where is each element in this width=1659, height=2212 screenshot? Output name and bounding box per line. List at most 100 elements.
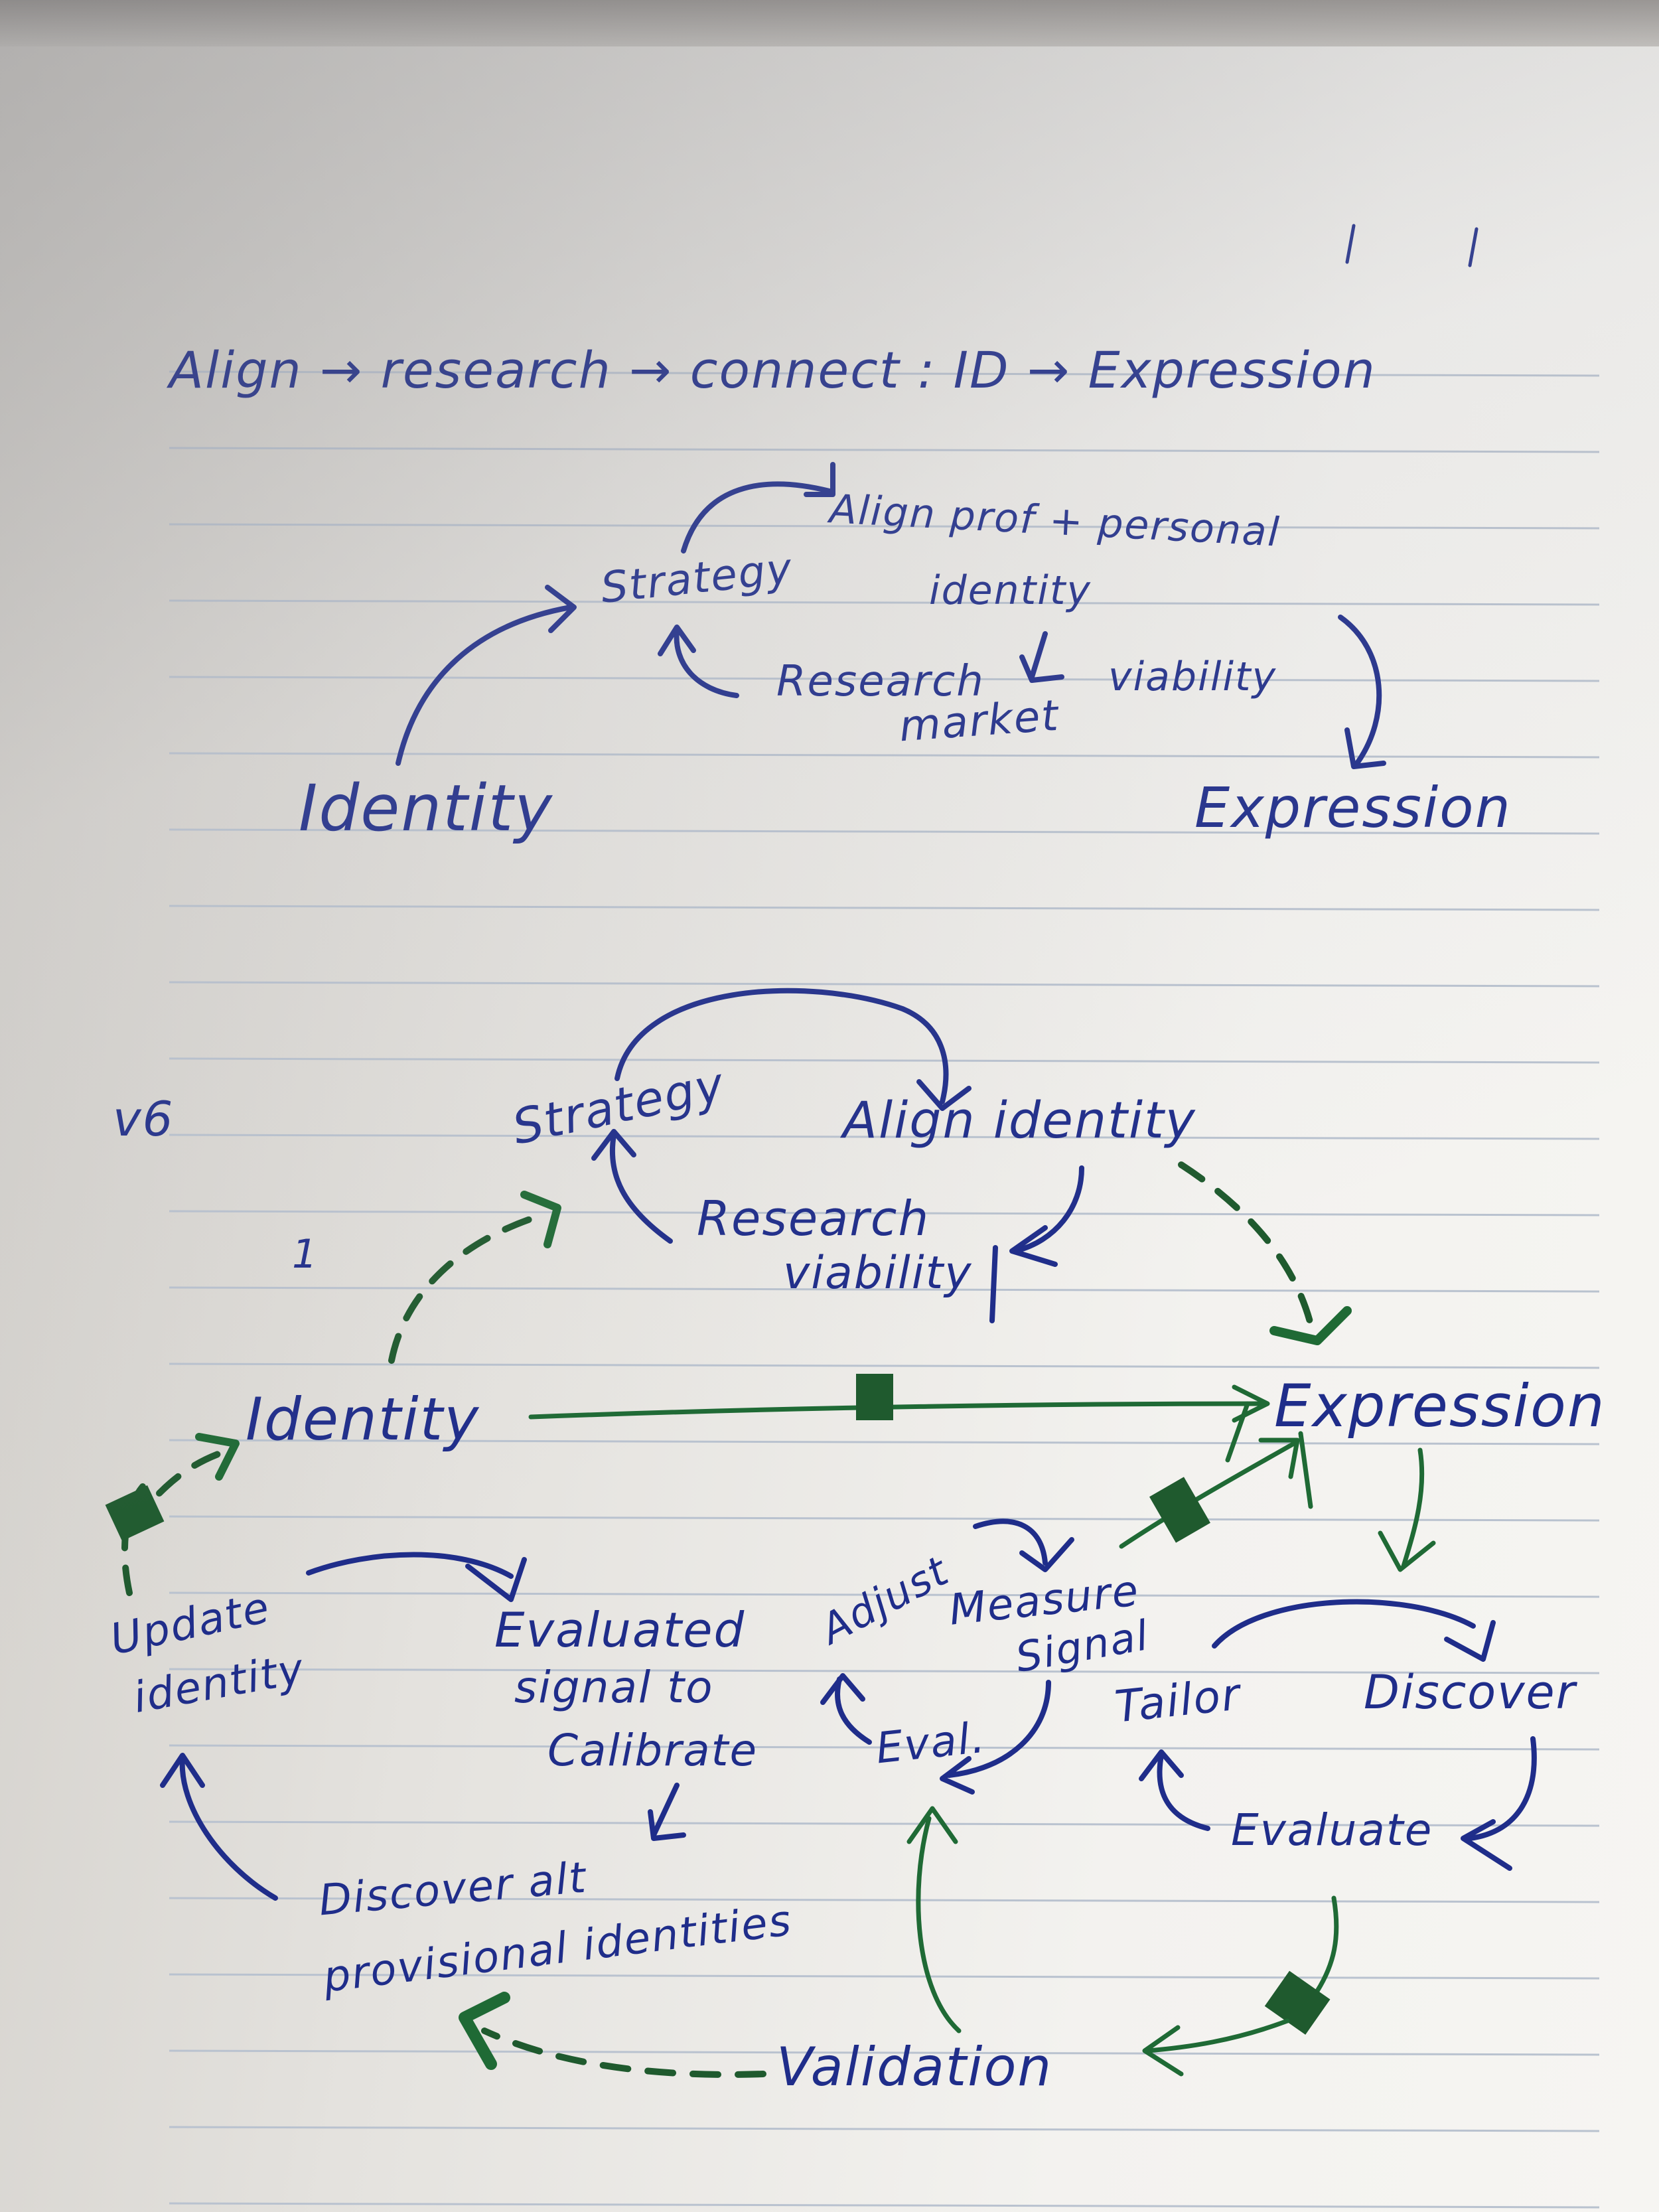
arrow-discover-alt-to-update-head — [160, 1753, 205, 1788]
node-market: market — [897, 691, 1061, 752]
arrow-evaluate-to-tailor — [1157, 1753, 1210, 1831]
ruled-line — [169, 1897, 1600, 1903]
ruled-line — [169, 1286, 1600, 1293]
arrow-strategy-to-align-head — [804, 462, 835, 497]
arrow-identity-to-strategy — [396, 605, 573, 766]
arrow-marker-to-validation-head — [1142, 2025, 1184, 2077]
arrow-expression-down — [1401, 1447, 1425, 1569]
node-validation: Validation — [776, 2036, 1053, 2098]
arrow-align-to-expression-dashed — [1178, 1161, 1314, 1327]
ruled-line — [169, 905, 1600, 911]
ruled-line — [169, 981, 1600, 988]
arrow-research-to-strategy — [674, 628, 739, 698]
arrow-strategy-to-align — [681, 481, 832, 553]
corner-mark — [1345, 224, 1356, 264]
ruled-line — [169, 1439, 1600, 1445]
arrow-measure-to-expression-head — [1258, 1438, 1300, 1479]
node-expression: Expression — [1274, 1372, 1606, 1440]
arrow-validation-to-eval-head — [906, 1806, 958, 1844]
arrow-measure-to-expression — [1119, 1441, 1297, 1549]
ruled-line — [169, 828, 1600, 835]
arrow-align-to-research-head — [1019, 654, 1064, 683]
ruled-line — [169, 676, 1600, 682]
milestone-marker — [105, 1485, 165, 1541]
arrow-research-to-strategy-bottom-head — [591, 1129, 636, 1161]
arrow-align-identity-to-research-head — [1009, 1225, 1058, 1267]
ruled-line — [169, 1591, 1600, 1598]
arrow-to-expression-left — [1225, 1401, 1250, 1463]
page-top-edge — [0, 0, 1659, 46]
ruled-line — [169, 2126, 1600, 2132]
margin-mark: 1 — [292, 1231, 319, 1278]
ruled-line — [169, 1134, 1600, 1140]
arrow-strategy-to-align-identity-head — [916, 1079, 972, 1111]
arrow-align-to-expression-dashed-head — [1269, 1306, 1352, 1345]
ruled-line — [169, 1057, 1600, 1064]
arrow-eval-to-adjust — [835, 1676, 872, 1745]
node-align-cont: identity — [929, 567, 1092, 614]
ruled-line — [169, 1210, 1600, 1217]
arrow-evaluate-to-marker — [1315, 1895, 1339, 1994]
node-eval: Eval. — [873, 1713, 989, 1774]
arrow-marker-to-identity-dashed — [156, 1447, 232, 1497]
arrow-discover-alt-to-update — [179, 1756, 278, 1901]
node-evaluated: Evaluated — [494, 1602, 746, 1658]
node-identity: Identity — [246, 1385, 480, 1453]
ruled-line — [169, 523, 1600, 530]
arrow-update-to-evaluated — [306, 1552, 514, 1579]
arrow-marker-to-validation — [1145, 2018, 1290, 2053]
ruled-line — [169, 1668, 1600, 1674]
node-viability: viability — [783, 1247, 973, 1299]
arrow-identity-to-strategy-dashed-head — [520, 1191, 561, 1248]
arrow-identity-to-strategy-head — [545, 585, 577, 633]
ruled-line — [169, 1744, 1600, 1751]
ruled-line — [169, 1973, 1600, 1980]
viability-tail — [989, 1245, 998, 1323]
arrow-to-expression-head — [1344, 727, 1386, 769]
ruled-line — [169, 2202, 1600, 2209]
node-evaluate: Evaluate — [1231, 1805, 1433, 1856]
arrow-eval-to-adjust-head — [820, 1673, 865, 1705]
ruled-line — [169, 1820, 1600, 1827]
arrow-adjust-to-measure-head — [1019, 1537, 1074, 1572]
arrow-discover-to-evaluate — [1467, 1736, 1537, 1841]
corner-mark — [1468, 227, 1479, 267]
arrow-tailor-to-discover — [1212, 1599, 1476, 1649]
arrow-align-to-research — [1029, 631, 1048, 680]
arrow-validation-to-eval — [916, 1816, 962, 2033]
node-identity: Identity — [299, 771, 553, 846]
ruled-line — [169, 599, 1600, 606]
node-viability: viability — [1108, 654, 1277, 700]
page-title: Align → research → connect : ID → Expres… — [169, 340, 1376, 400]
arrow-tailor-to-discover-head — [1444, 1620, 1496, 1662]
milestone-marker — [1149, 1477, 1210, 1543]
ruled-line — [169, 370, 1600, 377]
arrow-discover-to-evaluate-head — [1461, 1819, 1512, 1871]
arrow-align-identity-to-research — [1013, 1165, 1084, 1254]
arrow-validation-to-provisional-dashed — [481, 2028, 766, 2078]
arrow-to-expression-right — [1298, 1431, 1313, 1509]
node-align-identity: Align identity — [843, 1090, 1196, 1149]
node-signal-to: signal to — [514, 1662, 714, 1713]
ruled-line — [169, 2049, 1600, 2056]
ruled-line — [169, 1363, 1600, 1369]
arrow-expression-down-head — [1378, 1530, 1436, 1572]
arrow-validation-to-provisional-head — [459, 1992, 510, 2070]
arrow-calibrate-to-discover-alt — [651, 1783, 680, 1838]
arrow-research-to-strategy-head — [658, 625, 696, 656]
arrow-measure-to-eval-head — [940, 1756, 975, 1795]
arrow-adjust-to-measure — [973, 1518, 1048, 1566]
node-tailor: Tailor — [1112, 1668, 1244, 1733]
arrow-evaluate-to-tailor-head — [1139, 1749, 1184, 1781]
node-research: Research — [697, 1191, 930, 1246]
node-calibrate: Calibrate — [547, 1725, 758, 1776]
ruled-line — [169, 447, 1600, 453]
milestone-marker — [1264, 1970, 1331, 2035]
node-research: Research — [776, 657, 985, 706]
arrow-measure-to-eval — [946, 1680, 1051, 1778]
node-discover: Discover — [1364, 1665, 1577, 1720]
arrow-identity-to-expression — [528, 1401, 1263, 1420]
